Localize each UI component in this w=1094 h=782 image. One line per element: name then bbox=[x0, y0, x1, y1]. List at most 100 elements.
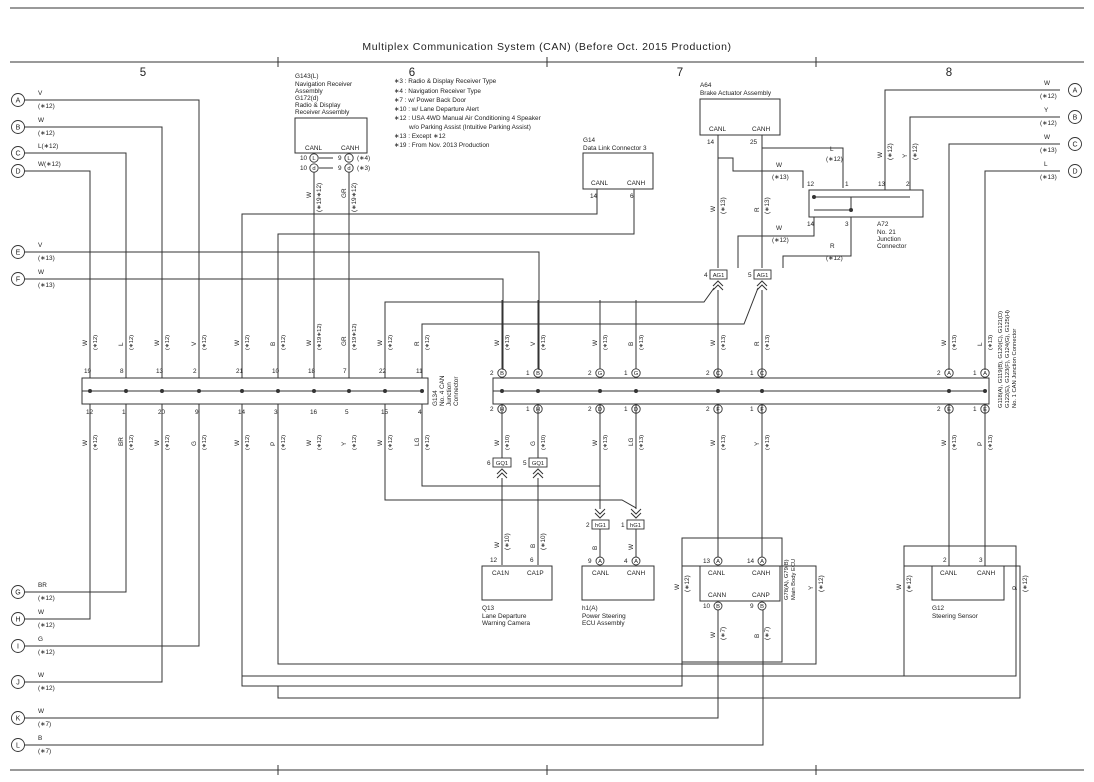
q13-code: Q13 bbox=[482, 605, 495, 612]
h1-code: h1(A) bbox=[582, 605, 598, 612]
g134-top-pin: 11 bbox=[416, 368, 423, 375]
wire-condition: (∗13) bbox=[988, 335, 994, 350]
g134-top-pin: 18 bbox=[308, 368, 316, 375]
pin-number: 1 bbox=[973, 406, 977, 413]
wire-color: G bbox=[191, 441, 198, 446]
wire-color: W bbox=[710, 339, 717, 346]
wire-condition: (∗13) bbox=[639, 335, 645, 350]
g14-canl-wire bbox=[241, 189, 598, 378]
wire-color: W bbox=[377, 439, 384, 446]
wire-color: W bbox=[82, 439, 89, 446]
ref-letter: E bbox=[16, 250, 21, 257]
pin-number: 4 bbox=[704, 272, 708, 279]
pin-number: 25 bbox=[750, 139, 758, 146]
splice-dot bbox=[88, 389, 92, 393]
ref-letter: C bbox=[1072, 142, 1077, 149]
wire-condition: (∗12) bbox=[388, 435, 394, 450]
ref-letter: K bbox=[16, 716, 21, 723]
wire-color: L bbox=[830, 146, 834, 153]
pin-letter: B bbox=[760, 604, 764, 610]
pin-number: 13 bbox=[703, 558, 711, 565]
wire-color: B bbox=[38, 735, 42, 742]
pin-number: 2 bbox=[943, 557, 947, 564]
wire-color: P bbox=[270, 442, 277, 446]
wire-color: L bbox=[118, 342, 125, 346]
wire-condition: (∗12) bbox=[202, 335, 208, 350]
wire-condition: (∗19∗12) bbox=[351, 183, 358, 212]
pin-letter: L bbox=[347, 156, 351, 162]
wire-color: B bbox=[628, 342, 635, 346]
wire-color: W bbox=[941, 339, 948, 346]
wire-color: W bbox=[776, 225, 783, 232]
ag1-junction-l bbox=[709, 269, 728, 280]
pin-number: 2 bbox=[586, 522, 590, 529]
pin-letter: B bbox=[500, 371, 504, 377]
wire-condition: (∗13) bbox=[38, 255, 55, 262]
wire-color: G bbox=[530, 441, 537, 446]
wire-color: B bbox=[754, 634, 761, 638]
g134-top-pin: 22 bbox=[379, 368, 387, 375]
h1-canh: CANH bbox=[627, 570, 645, 577]
wire-condition: (∗12) bbox=[772, 237, 789, 244]
pin-letter: B bbox=[536, 371, 540, 377]
wire-condition: (∗12) bbox=[906, 575, 913, 592]
h1-name: Power Steering bbox=[582, 613, 626, 620]
hg1-junctions: 2 hG1 1 hG1 bbox=[586, 508, 645, 530]
g118-columns: B2H2W(∗13)W(∗10)B1H1V(∗13)G(∗10)G2D2W(∗1… bbox=[490, 300, 994, 450]
note-line: w/o Parking Assist (Intuitive Parking As… bbox=[408, 124, 531, 131]
g118-label-line: G118(A), G119(B), G120(C), G121(D) bbox=[998, 311, 1004, 408]
wire-to-right-d bbox=[984, 170, 1060, 370]
wire-condition: (∗12) bbox=[425, 335, 431, 350]
wire-color: W bbox=[494, 339, 501, 346]
g78-main-body-ecu bbox=[699, 565, 781, 602]
wire-condition: (∗12) bbox=[38, 130, 55, 137]
ref-letter: C bbox=[15, 151, 20, 158]
ag1-junction-h bbox=[753, 269, 772, 280]
ref-letter: A bbox=[1073, 88, 1078, 95]
pin-number: 1 bbox=[526, 370, 530, 377]
wire-color: W bbox=[306, 339, 313, 346]
g14-data-link-connector bbox=[582, 152, 654, 190]
pin-number: 1 bbox=[526, 406, 530, 413]
wire-color: R bbox=[754, 207, 761, 212]
g12-code: G12 bbox=[932, 605, 945, 612]
wire-condition: (∗7) bbox=[38, 748, 51, 755]
wire-condition: (∗13) bbox=[1040, 174, 1057, 181]
h1-name: ECU Assembly bbox=[582, 620, 625, 627]
offpage-ref-right-b[interactable] bbox=[1068, 110, 1082, 124]
g134-name: Junction bbox=[446, 382, 453, 406]
offpage-ref-right-c[interactable] bbox=[1068, 137, 1082, 151]
wire-a bbox=[24, 99, 200, 378]
pin-number: 3 bbox=[845, 221, 849, 228]
wire-condition: (∗12) bbox=[129, 335, 135, 350]
pin-number: 9 bbox=[338, 165, 342, 172]
g134-bottom-pin: 3 bbox=[274, 409, 278, 416]
wire-condition: (∗12) bbox=[245, 435, 251, 450]
wire-g bbox=[24, 404, 127, 593]
left-reference-markers: AV(∗12)BW(∗12)CL(∗12)DW(∗12)EV(∗13)FW(∗1… bbox=[11, 90, 61, 755]
pin-number: 2 bbox=[906, 181, 910, 188]
g12-canl: CANL bbox=[940, 570, 957, 577]
splice-dot bbox=[240, 389, 244, 393]
wire-condition: (∗12) bbox=[245, 335, 251, 350]
g118-label-line: No. 1 CAN Junction Connector bbox=[1012, 329, 1018, 408]
offpage-ref-right-d[interactable] bbox=[1068, 164, 1082, 178]
wire-color: W bbox=[38, 672, 45, 679]
g134-top-pin: 21 bbox=[236, 368, 244, 375]
wire-color: P bbox=[1012, 586, 1019, 590]
wire-color: L bbox=[977, 342, 984, 346]
wire-condition: (∗12) bbox=[425, 435, 431, 450]
pin-letter: G bbox=[634, 371, 639, 377]
g143-canh: CANH bbox=[341, 145, 359, 152]
wire-color: R bbox=[830, 243, 835, 250]
g134-top-pin: 8 bbox=[120, 368, 124, 375]
wire-color: W bbox=[877, 151, 884, 158]
wire-color: W bbox=[154, 339, 161, 346]
wire-condition: (∗13) bbox=[38, 282, 55, 289]
pin-letter: B bbox=[716, 604, 720, 610]
wire-color: W bbox=[1044, 80, 1051, 87]
ref-letter: D bbox=[15, 169, 20, 176]
offpage-ref-right-a[interactable] bbox=[1068, 83, 1082, 97]
wire-color: W bbox=[628, 543, 635, 550]
